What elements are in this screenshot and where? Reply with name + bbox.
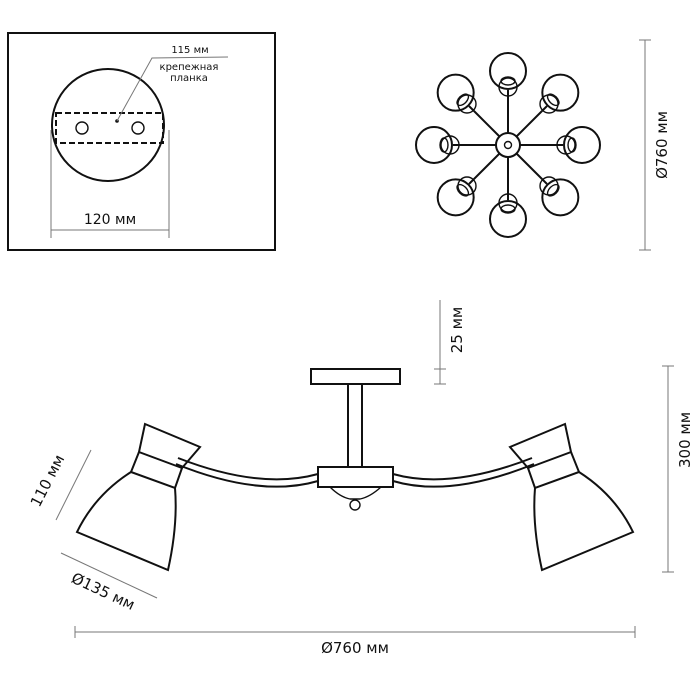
detail-frame xyxy=(7,32,276,251)
left-shade xyxy=(75,422,202,572)
shade xyxy=(415,126,453,164)
mounting-bracket xyxy=(55,112,164,144)
shade xyxy=(489,52,527,90)
left-arm xyxy=(175,463,319,488)
screw-hole xyxy=(131,121,145,135)
shade-diameter-label: Ø135 мм xyxy=(69,569,138,614)
right-shade xyxy=(508,422,635,572)
bottom-cap xyxy=(329,486,382,500)
shade xyxy=(563,126,601,164)
bracket-label: планка xyxy=(170,73,208,84)
shade xyxy=(489,200,527,238)
bulb-holder xyxy=(456,93,470,107)
bulb-holder xyxy=(500,76,516,86)
center-hub xyxy=(495,132,521,158)
top-view xyxy=(415,52,601,238)
finial xyxy=(349,499,361,511)
top-diameter-label: Ø760 мм xyxy=(653,111,671,179)
bulb-holder xyxy=(456,183,470,197)
arm xyxy=(515,105,548,138)
shade xyxy=(541,178,580,217)
shade xyxy=(436,178,475,217)
ceiling-plate xyxy=(310,368,401,385)
center-hub-dot xyxy=(503,140,513,150)
total-height-label: 300 мм xyxy=(676,412,694,468)
canopy-height-label: 25 мм xyxy=(448,307,466,354)
bulb-holder xyxy=(546,183,560,197)
leader-line xyxy=(116,56,229,122)
shade-height-label: 110 мм xyxy=(27,452,68,510)
canopy-diameter-label: 120 мм xyxy=(84,212,136,228)
bracket-label: крепежная xyxy=(160,62,219,73)
total-width-label: Ø760 мм xyxy=(321,639,389,657)
arm xyxy=(468,152,501,185)
bulb-holder xyxy=(546,93,560,107)
shade xyxy=(436,73,475,112)
bulb-holder xyxy=(439,137,449,153)
shade xyxy=(541,73,580,112)
mount-detail: 115 мм крепежная планка 120 мм xyxy=(7,32,276,251)
side-view: 25 мм 300 мм 110 мм Ø135 мм Ø760 мм xyxy=(27,300,694,657)
screw-hole xyxy=(75,121,89,135)
arm xyxy=(515,152,548,185)
plate-label: 115 мм xyxy=(171,45,208,56)
right-arm xyxy=(392,463,535,488)
arm xyxy=(468,105,501,138)
stem xyxy=(347,383,363,468)
canopy-circle xyxy=(51,68,165,182)
junction-box xyxy=(317,466,394,488)
bulb-holder xyxy=(567,137,577,153)
bulb-holder xyxy=(500,204,516,214)
